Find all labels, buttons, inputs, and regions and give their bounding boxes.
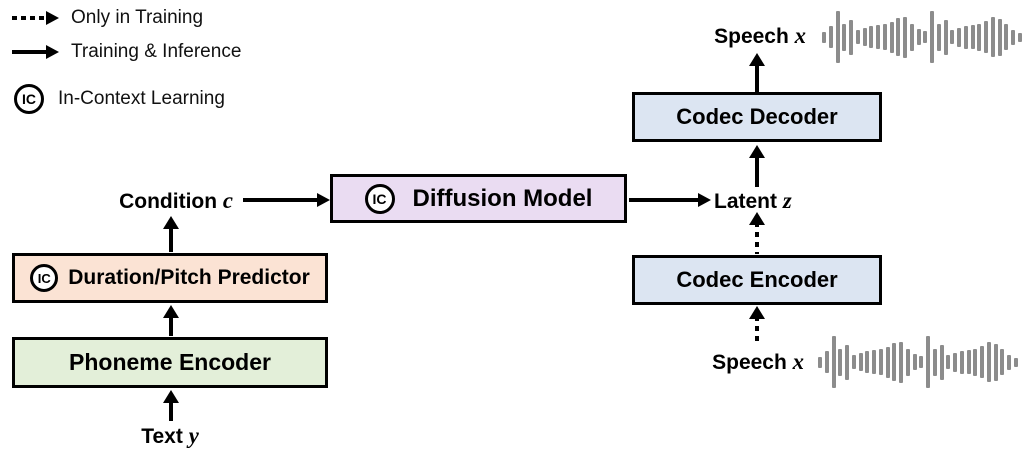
arrow-diffusion-to-latent [629,192,711,208]
duration-pitch-predictor-label: Duration/Pitch Predictor [68,266,310,289]
ic-badge-icon: IC [30,264,59,292]
arrow-latent-to-decoder [749,145,765,187]
dotted-arrow-icon [12,10,59,26]
ic-badge-icon: IC [364,183,395,214]
arrow-duration-to-condition [163,216,179,252]
phoneme-encoder-label: Phoneme Encoder [69,349,271,375]
ic-badge-icon: IC [14,84,44,114]
codec-encoder-label: Codec Encoder [676,267,838,292]
codec-decoder-label: Codec Decoder [676,104,838,129]
arrow-speech-to-encoder-dotted [749,306,765,344]
condition-c-label: Condition c [119,188,233,213]
arrow-encoder-to-latent-dotted [749,212,765,254]
arrow-condition-to-diffusion [243,192,330,208]
speech-x-top-label: Speech x [714,23,806,48]
diffusion-model-label: Diffusion Model [412,184,593,212]
math-var-y: y [188,423,199,448]
math-var-z: z [782,188,792,213]
codec-encoder-box: Codec Encoder [632,255,882,305]
speech-waveform-icon [822,11,1022,63]
phoneme-encoder-box: Phoneme Encoder [12,337,328,388]
speech-waveform-icon [818,336,1018,388]
arrow-text-to-phoneme [163,390,179,421]
legend-label: In-Context Learning [58,88,225,109]
solid-arrow-icon [12,44,59,60]
codec-decoder-box: Codec Decoder [632,92,882,142]
legend-label: Only in Training [71,7,204,28]
latent-z-label: Latent z [714,188,792,213]
speech-x-bottom-label: Speech x [712,349,804,374]
legend-item-in-context: IC In-Context Learning [14,84,225,114]
duration-pitch-predictor-box: IC Duration/Pitch Predictor [12,253,328,303]
math-var-x: x [792,349,804,374]
arrow-phoneme-to-duration [163,305,179,336]
text-y-label: Text y [141,423,199,448]
legend-item-only-training: Only in Training [12,7,203,29]
arrow-decoder-to-speech [749,53,765,92]
legend-item-training-inference: Training & Inference [12,41,241,63]
legend-label: Training & Inference [71,41,242,62]
math-var-c: c [222,188,233,213]
math-var-x: x [794,23,806,48]
diffusion-model-box: IC Diffusion Model [330,174,627,223]
